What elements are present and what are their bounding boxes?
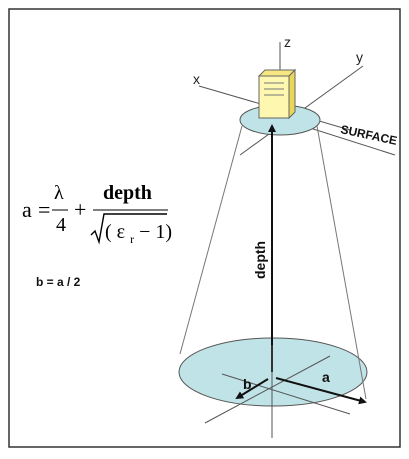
z-axis-label: z [284, 34, 291, 50]
formula-epsilon: ε [117, 221, 125, 243]
depth-label: depth [252, 241, 268, 279]
formula-denominator: ( ε r − 1) [105, 221, 172, 248]
formula-lambda: λ [54, 182, 64, 204]
b-dimension-arrow [235, 378, 269, 400]
formula: a = λ 4 + depth ( ε r − 1) [22, 182, 172, 248]
computer-tower-icon [257, 68, 297, 120]
y-axis-label: y [356, 49, 363, 65]
bottom-cross-axis-1 [204, 355, 331, 424]
formula-denominator-rest: − 1) [139, 221, 172, 243]
formula-numerator: depth [103, 182, 152, 204]
formula-four: 4 [56, 214, 66, 236]
formula-plus: + [74, 197, 86, 222]
formula-lhs: a [22, 197, 32, 222]
formula-epsilon-subscript: r [130, 232, 134, 246]
a-dimension-arrow [275, 377, 367, 405]
x-axis-label: x [193, 71, 200, 87]
formula-equals: = [38, 197, 50, 222]
square-root-symbol [90, 213, 167, 245]
b-relation: b = a / 2 [36, 275, 81, 289]
cone-left-edge [179, 125, 243, 355]
bottom-cross-axis-2 [221, 373, 351, 415]
a-label: a [322, 369, 330, 385]
b-label: b [243, 376, 252, 392]
formula-denominator-open: ( [105, 221, 112, 243]
cone-right-edge [316, 125, 367, 400]
